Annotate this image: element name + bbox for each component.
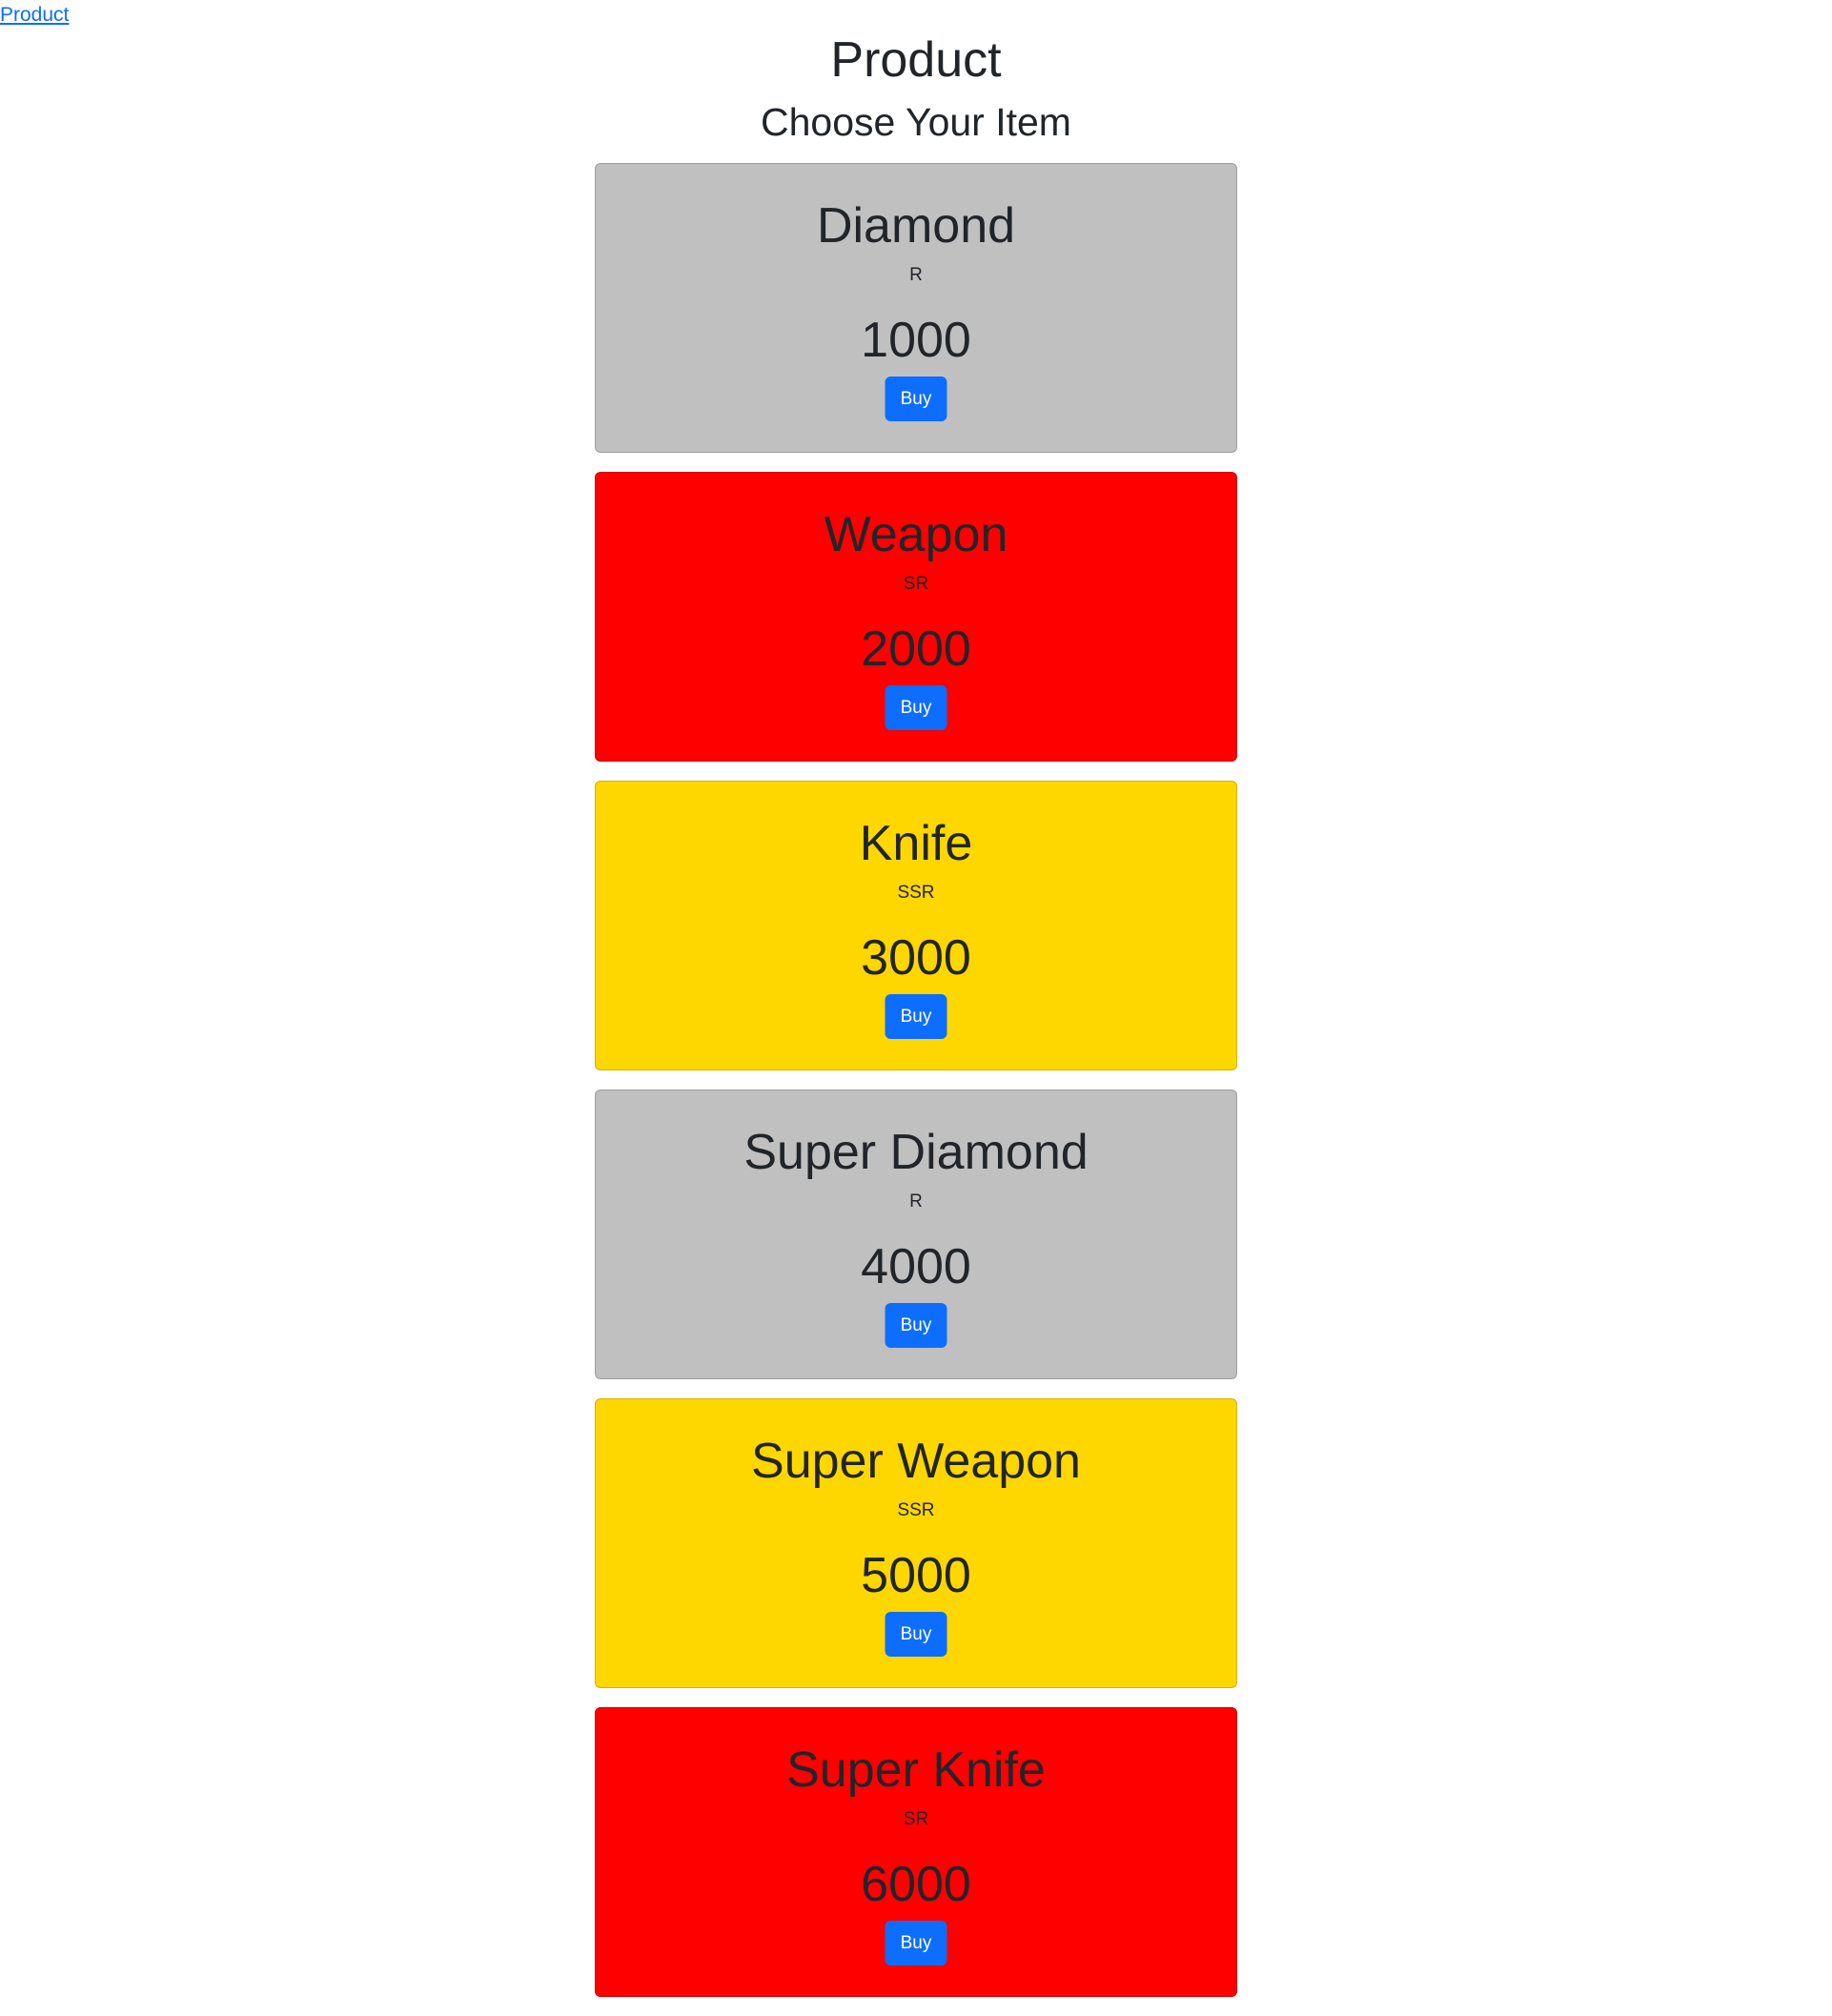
buy-button[interactable]: Buy bbox=[885, 994, 947, 1039]
item-name: Weapon bbox=[824, 507, 1008, 562]
item-rarity: R bbox=[909, 265, 923, 285]
item-name: Super Weapon bbox=[751, 1434, 1081, 1489]
item-list: Diamond R 1000 Buy Weapon SR 2000 Buy Kn… bbox=[595, 163, 1237, 2016]
item-price: 1000 bbox=[861, 313, 971, 368]
page-subtitle: Choose Your Item bbox=[761, 100, 1071, 144]
item-card-super-knife: Super Knife SR 6000 Buy bbox=[595, 1707, 1237, 1997]
buy-button[interactable]: Buy bbox=[885, 1612, 947, 1657]
item-rarity: R bbox=[909, 1191, 923, 1212]
item-card-knife: Knife SSR 3000 Buy bbox=[595, 781, 1237, 1070]
item-rarity: SR bbox=[903, 574, 929, 594]
item-card-super-weapon: Super Weapon SSR 5000 Buy bbox=[595, 1398, 1237, 1688]
item-card-weapon: Weapon SR 2000 Buy bbox=[595, 472, 1237, 762]
item-name: Knife bbox=[859, 816, 973, 871]
item-rarity: SSR bbox=[897, 883, 935, 903]
item-price: 4000 bbox=[861, 1239, 971, 1294]
item-card-super-diamond: Super Diamond R 4000 Buy bbox=[595, 1089, 1237, 1379]
buy-button[interactable]: Buy bbox=[885, 685, 947, 730]
item-price: 3000 bbox=[861, 930, 971, 986]
item-card-diamond: Diamond R 1000 Buy bbox=[595, 163, 1237, 453]
item-rarity: SSR bbox=[897, 1500, 935, 1520]
product-nav-link[interactable]: Product bbox=[0, 4, 70, 26]
item-rarity: SR bbox=[903, 1809, 929, 1829]
item-name: Diamond bbox=[816, 198, 1016, 254]
buy-button[interactable]: Buy bbox=[885, 377, 947, 421]
item-price: 2000 bbox=[861, 621, 971, 677]
buy-button[interactable]: Buy bbox=[885, 1303, 947, 1348]
item-price: 5000 bbox=[861, 1548, 971, 1603]
item-name: Super Diamond bbox=[743, 1125, 1089, 1180]
buy-button[interactable]: Buy bbox=[885, 1921, 947, 1965]
item-price: 6000 bbox=[861, 1857, 971, 1912]
page-title: Product bbox=[830, 32, 1002, 88]
item-name: Super Knife bbox=[786, 1742, 1046, 1798]
